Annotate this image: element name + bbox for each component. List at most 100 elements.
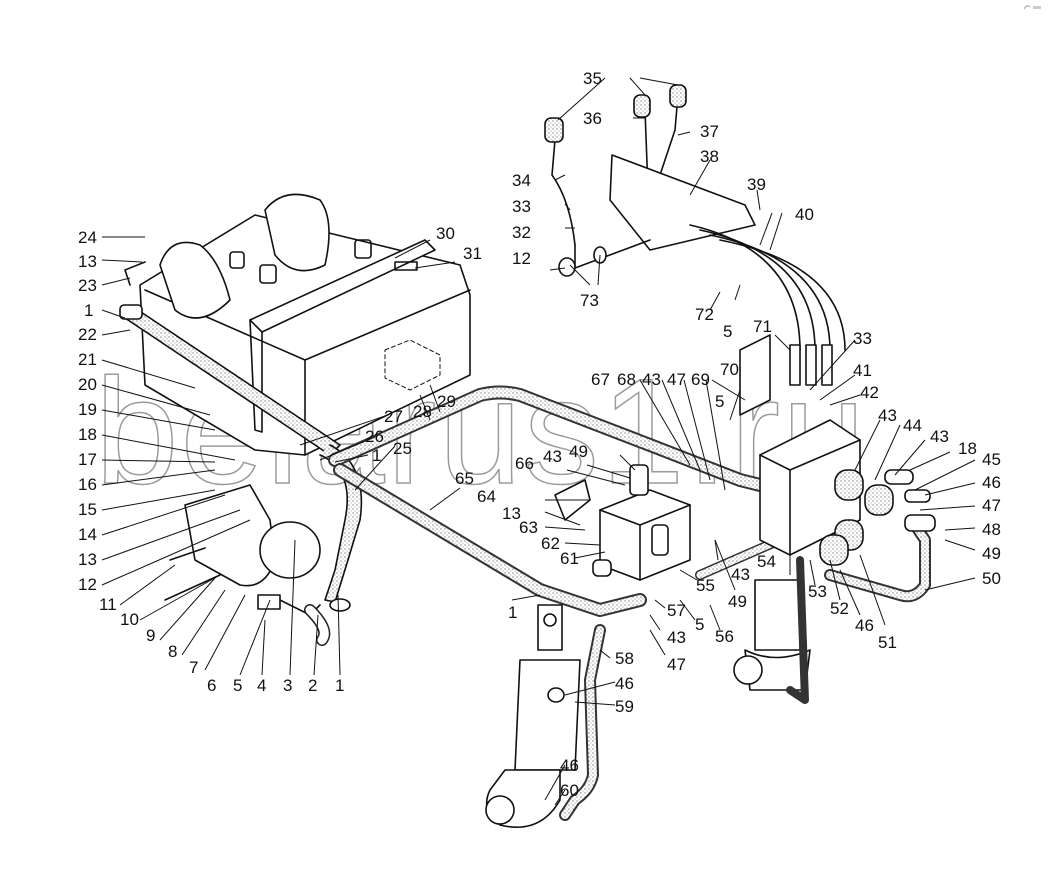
- callout-label: 5: [715, 392, 725, 411]
- callout-label: 44: [903, 416, 922, 435]
- leader-lines: [101, 77, 976, 806]
- callout-label: 54: [757, 552, 776, 571]
- callout-label: 19: [78, 400, 97, 419]
- callout-label: 43: [543, 447, 562, 466]
- callout-label: 40: [795, 205, 814, 224]
- callout-label: 73: [580, 291, 599, 310]
- callout-label: 43: [930, 427, 949, 446]
- callout-label: 13: [78, 252, 97, 271]
- callout-label: 18: [958, 439, 977, 458]
- callout-label: 56: [715, 627, 734, 646]
- callout-label: 29: [437, 392, 456, 411]
- callout-label: 64: [477, 487, 496, 506]
- callout-label: 43: [731, 565, 750, 584]
- callout-label: 49: [569, 442, 588, 461]
- callout-label: 22: [78, 325, 97, 344]
- callout-label: 1: [84, 301, 94, 320]
- callout-label: 3: [283, 676, 293, 695]
- callout-label: 11: [99, 595, 117, 614]
- callout-label: 23: [78, 276, 97, 295]
- callout-label: 62: [541, 534, 560, 553]
- callout-label: 49: [728, 592, 747, 611]
- callout-label: 38: [700, 147, 719, 166]
- callout-label: 50: [982, 569, 1001, 588]
- callout-label: 42: [860, 383, 879, 402]
- callout-label: 46: [560, 756, 579, 775]
- callout-label: 28: [413, 402, 432, 421]
- callout-label: 14: [78, 525, 97, 544]
- callout-label: 59: [615, 697, 634, 716]
- callout-label: 57: [667, 601, 686, 620]
- callout-label: 18: [78, 425, 97, 444]
- callout-label: 9: [146, 626, 156, 645]
- callout-label: 8: [168, 642, 178, 661]
- pressure-line: [328, 385, 785, 617]
- callout-label: 46: [855, 616, 874, 635]
- callout-label: 16: [78, 475, 97, 494]
- callout-label: 5: [695, 615, 705, 634]
- callout-label: 45: [982, 450, 1001, 469]
- callout-label: 7: [189, 658, 199, 677]
- callout-label: 68: [617, 370, 636, 389]
- callout-label: 46: [615, 674, 634, 693]
- callout-label: 34: [512, 171, 531, 190]
- control-cables: [689, 224, 846, 416]
- callout-label: 33: [853, 329, 872, 348]
- callout-label: 58: [615, 649, 634, 668]
- callout-label: 6: [207, 676, 217, 695]
- callout-label: 52: [830, 599, 849, 618]
- callout-label: 61: [560, 549, 579, 568]
- callout-label: 71: [753, 317, 772, 336]
- callout-label: 43: [642, 370, 661, 389]
- control-levers: [544, 84, 756, 277]
- callout-label: 12: [512, 249, 531, 268]
- hydraulic-cylinder-right: [733, 556, 811, 704]
- callout-label: 70: [720, 360, 739, 379]
- callout-label: 17: [78, 450, 97, 469]
- callout-label: 60: [560, 781, 579, 800]
- callout-label: 46: [982, 473, 1001, 492]
- callout-label: 30: [436, 224, 455, 243]
- callout-label: 47: [982, 496, 1001, 515]
- callout-label: 47: [667, 370, 686, 389]
- callout-label: 2: [308, 676, 318, 695]
- pump: [164, 484, 351, 646]
- callout-label: 43: [667, 628, 686, 647]
- callout-label: 20: [78, 375, 97, 394]
- hydraulic-cylinder-left: [485, 604, 606, 829]
- oil-tank: [139, 193, 471, 456]
- callout-label: 1: [335, 676, 345, 695]
- callout-label: 25: [393, 439, 412, 458]
- callout-label: 55: [696, 576, 715, 595]
- callout-label: 1: [372, 446, 382, 465]
- callout-label: 15: [78, 500, 97, 519]
- callout-label: 47: [667, 655, 686, 674]
- callout-label: 66: [515, 454, 534, 473]
- callout-label: 5: [233, 676, 243, 695]
- callout-label: 63: [519, 518, 538, 537]
- callout-label: 24: [78, 228, 97, 247]
- distributor: [759, 419, 936, 603]
- callout-label: 31: [463, 244, 482, 263]
- callout-label: 49: [982, 544, 1001, 563]
- callout-label: 65: [455, 469, 474, 488]
- power-regulator: [554, 464, 691, 581]
- callout-label: 41: [853, 361, 872, 380]
- callout-label: 27: [384, 407, 403, 426]
- callout-label: 32: [512, 223, 531, 242]
- callout-label: 35: [583, 69, 602, 88]
- callout-label: 67: [591, 370, 610, 389]
- callout-label: 13: [78, 550, 97, 569]
- callout-label: 69: [691, 370, 710, 389]
- callout-label: 51: [878, 633, 897, 652]
- callout-label: 48: [982, 520, 1001, 539]
- callout-label: 36: [583, 109, 602, 128]
- callout-label: 21: [78, 350, 97, 369]
- callout-label: 1: [508, 603, 518, 622]
- callout-label: 33: [512, 197, 531, 216]
- callout-label: 5: [723, 322, 733, 341]
- callout-label: 53: [808, 582, 827, 601]
- callout-label: 37: [700, 122, 719, 141]
